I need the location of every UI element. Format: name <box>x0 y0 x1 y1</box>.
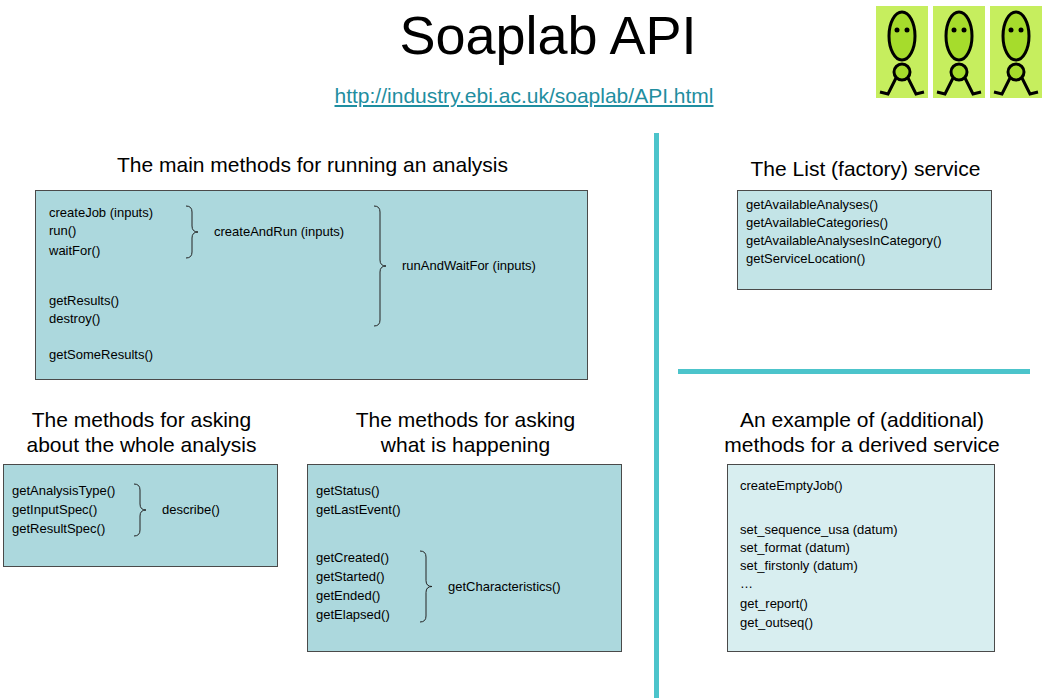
curly-brace <box>420 551 432 622</box>
method-box: The methods for asking about the whole a… <box>3 464 278 567</box>
mascot-body <box>946 12 972 60</box>
method-name: getCharacteristics() <box>448 579 561 595</box>
method-name: getElapsed() <box>316 607 390 623</box>
method-name: set_sequence_usa (datum) <box>740 522 898 538</box>
method-name: getSomeResults() <box>49 347 153 363</box>
mascot-dot <box>1008 64 1024 80</box>
mascot-body <box>1003 12 1029 60</box>
mascot-eye <box>1009 28 1014 33</box>
method-name: runAndWaitFor (inputs) <box>402 258 536 274</box>
mascot-eye <box>1019 28 1024 33</box>
mascot-legs <box>880 78 924 94</box>
method-name: getCreated() <box>316 550 389 566</box>
url-link: http://industry.ebi.ac.uk/soaplab/API.ht… <box>335 84 714 108</box>
method-box: The main methods for running an analysis… <box>35 190 588 380</box>
mascot-eye <box>952 28 957 33</box>
method-name: getStatus() <box>316 483 380 499</box>
mascot-icon <box>876 6 1042 98</box>
method-name: getAvailableCategories() <box>746 215 888 231</box>
mascot-figure <box>933 6 985 98</box>
method-name: run() <box>49 223 76 239</box>
mascot-ground <box>933 6 985 98</box>
curly-brace <box>186 206 198 258</box>
divider-line <box>654 133 659 698</box>
mascot-eye <box>905 28 910 33</box>
method-name: getLastEvent() <box>316 502 401 518</box>
box-heading: An example of (additional) methods for a… <box>716 407 1008 457</box>
divider-line <box>678 369 1030 374</box>
method-name: set_format (datum) <box>740 540 850 556</box>
method-name: … <box>740 576 753 592</box>
box-heading: The List (factory) service <box>688 156 1043 181</box>
method-box: The methods for asking what is happening… <box>307 464 622 652</box>
mascot-legs <box>937 78 981 94</box>
method-name: getAvailableAnalyses() <box>746 197 878 213</box>
method-name: createEmptyJob() <box>740 478 843 494</box>
method-name: getInputSpec() <box>12 502 97 518</box>
method-name: createAndRun (inputs) <box>214 224 344 240</box>
mascot-figure <box>990 6 1042 98</box>
method-name: getResults() <box>49 293 119 309</box>
method-name: getServiceLocation() <box>746 251 865 267</box>
method-name: getResultSpec() <box>12 521 105 537</box>
method-name: set_firstonly (datum) <box>740 558 858 574</box>
method-name: waitFor() <box>49 243 100 259</box>
method-name: get_report() <box>740 596 808 612</box>
box-heading: The main methods for running an analysis <box>36 152 589 177</box>
curly-brace <box>374 206 386 326</box>
mascot-dot <box>951 64 967 80</box>
box-heading: The methods for asking about the whole a… <box>11 407 273 457</box>
mascot-body <box>889 12 915 60</box>
method-name: destroy() <box>49 311 100 327</box>
method-name: createJob (inputs) <box>49 205 153 221</box>
mascot-ground <box>990 6 1042 98</box>
method-name: getAnalysisType() <box>12 483 115 499</box>
method-name: getAvailableAnalysesInCategory() <box>746 233 942 249</box>
page-title: Soaplab API <box>399 4 696 66</box>
mascot-legs <box>994 78 1038 94</box>
method-name: getStarted() <box>316 569 385 585</box>
method-box: An example of (additional) methods for a… <box>727 464 995 652</box>
method-name: getEnded() <box>316 588 380 604</box>
mascot-eye <box>895 28 900 33</box>
method-name: get_outseq() <box>740 615 813 631</box>
mascot-dot <box>894 64 910 80</box>
mascot-ground <box>876 6 928 98</box>
curly-brace <box>134 484 146 536</box>
box-heading: The methods for asking what is happening <box>340 407 592 457</box>
method-box: The List (factory) servicegetAvailableAn… <box>737 190 992 290</box>
method-name: describe() <box>162 502 220 518</box>
mascot-eye <box>962 28 967 33</box>
mascot-figure <box>876 6 928 98</box>
